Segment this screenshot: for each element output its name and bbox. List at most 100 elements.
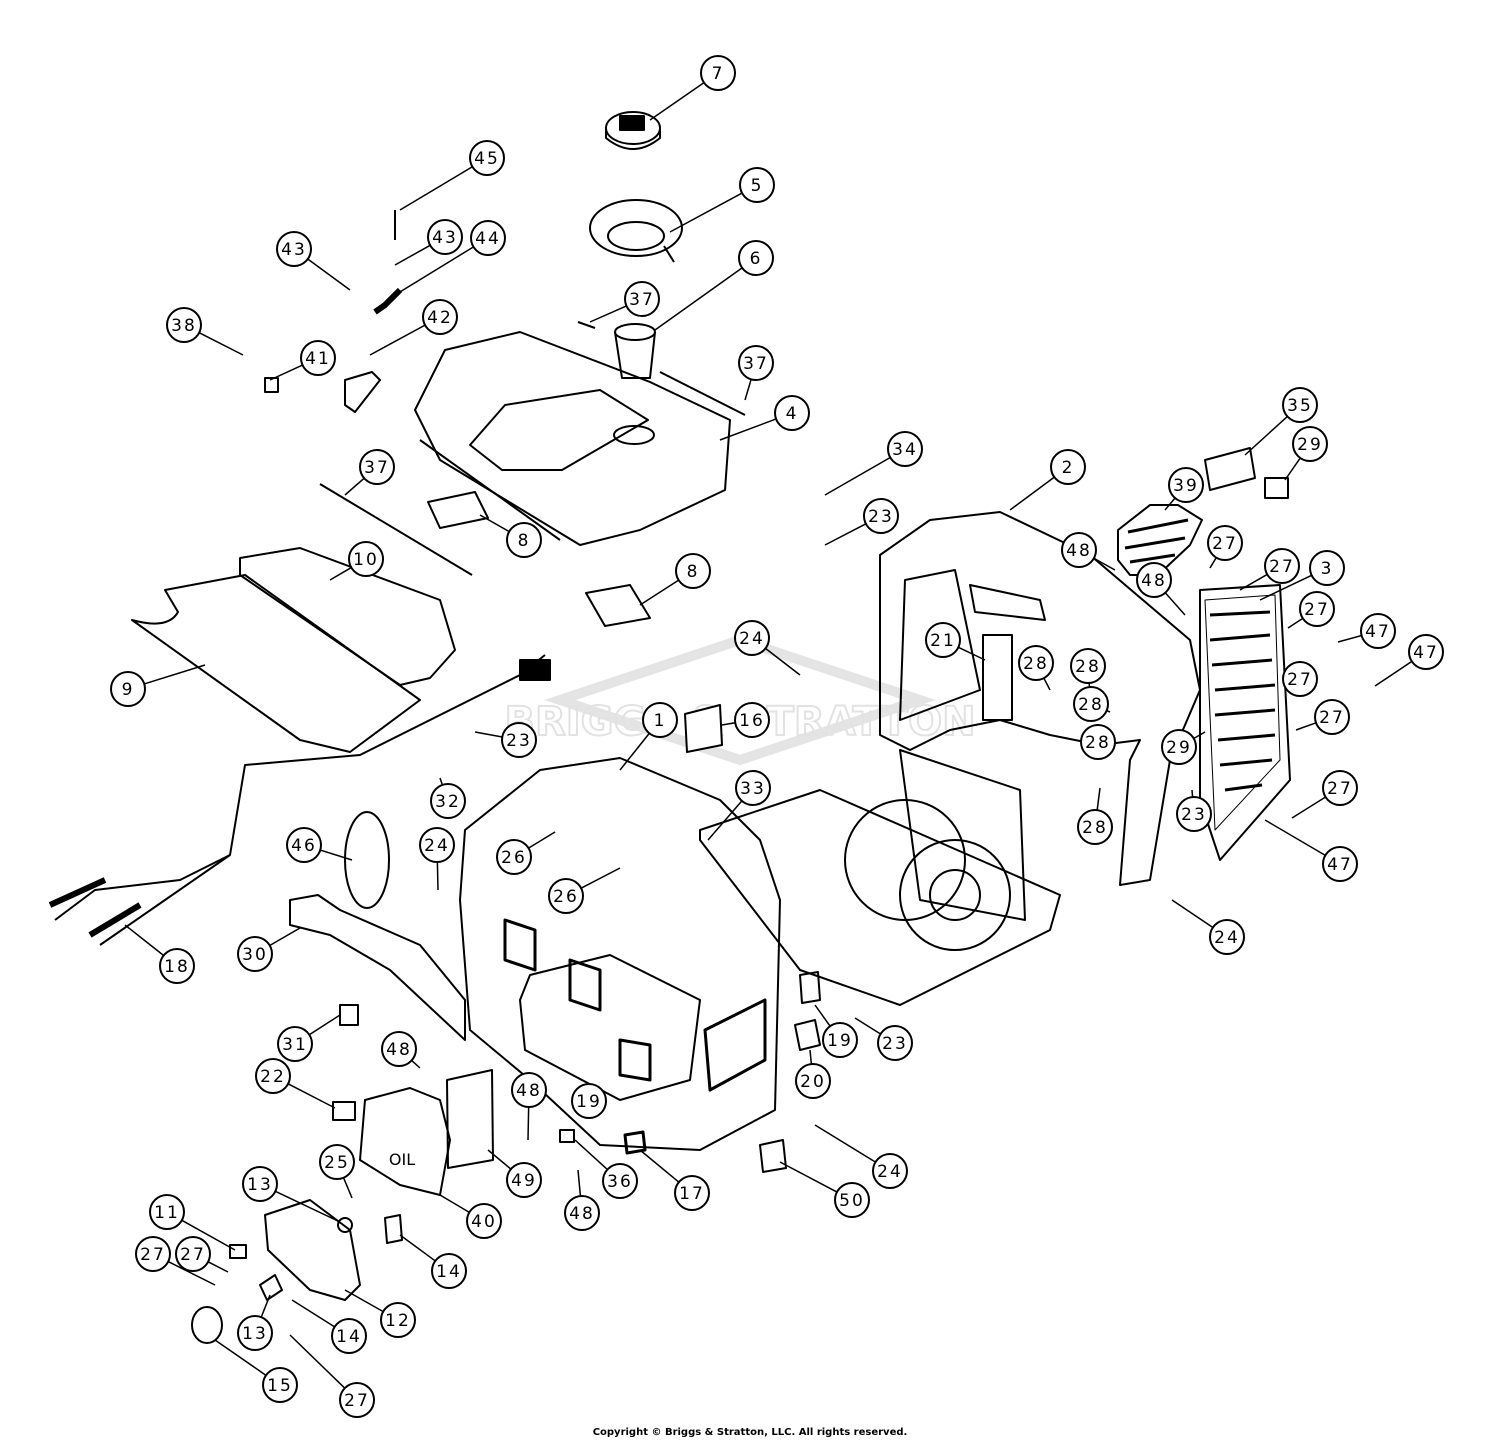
part-callout-24: 24 [1209,919,1245,955]
part-callout-21: 21 [925,622,961,658]
part-callout-3: 3 [1309,550,1345,586]
callout-number: 19 [827,1031,853,1051]
callout-circle [734,702,770,738]
part-callout-10: 10 [348,541,384,577]
callout-number: 27 [180,1245,206,1265]
callout-circle [887,431,923,467]
part-callout-48: 48 [381,1031,417,1067]
callout-number: 29 [1166,738,1192,758]
callout-circle [359,449,395,485]
leader-line [744,379,752,401]
callout-circle [735,770,771,806]
part-callout-29: 29 [1161,729,1197,765]
callout-number: 44 [475,229,501,249]
callout-circle [466,1203,502,1239]
callout-number: 48 [1066,541,1092,561]
callout-circle [262,1367,298,1403]
callout-circle [496,839,532,875]
part-callout-50: 50 [834,1182,870,1218]
leader-line [394,246,474,296]
callout-circle [1309,550,1345,586]
leader-line [1284,457,1301,481]
callout-circle [863,498,899,534]
callout-number: 1 [654,711,667,731]
callout-number: 24 [1214,928,1240,948]
part-callout-23: 23 [501,722,537,758]
leader-line [1164,592,1186,616]
fuel-tank [414,331,731,546]
switch-20 [794,1019,821,1051]
part-callout-24: 24 [872,1153,908,1189]
callout-circle [470,220,506,256]
callout-circle [110,671,146,707]
leader-line [589,305,627,323]
part-callout-18: 18 [159,948,195,984]
label-31 [339,1004,359,1026]
leader-line [181,1219,236,1251]
part-callout-45: 45 [469,140,505,176]
callout-number: 17 [679,1184,705,1204]
callout-number: 13 [242,1324,268,1344]
callout-number: 7 [712,64,725,84]
part-callout-23: 23 [863,498,899,534]
leader-line [207,1261,229,1273]
leader-line [1259,574,1312,601]
callout-number: 45 [474,149,500,169]
leader-line [824,456,891,496]
part-callout-39: 39 [1168,467,1204,503]
leader-line [721,722,736,726]
callout-circle [506,1162,542,1198]
callout-circle [738,345,774,381]
leader-line [1043,677,1051,691]
leader-line [329,566,352,581]
control-plate-12 [264,1199,361,1301]
part-callout-14: 14 [431,1253,467,1289]
callout-number: 15 [267,1376,293,1396]
part-callout-2: 2 [1050,449,1086,485]
bracket-8-b [585,584,651,627]
callout-circle [1061,532,1097,568]
callout-number: 22 [260,1067,286,1087]
callout-circle [255,1058,291,1094]
callout-number: 38 [171,316,197,336]
switch-11 [229,1244,247,1259]
part-callout-27: 27 [175,1236,211,1272]
part-callout-41: 41 [300,340,336,376]
callout-circle [872,1153,908,1189]
callout-number: 11 [154,1203,180,1223]
part-callout-43: 43 [276,231,312,267]
callout-circle [1292,426,1328,462]
callout-number: 41 [305,349,331,369]
part-callout-5: 5 [739,167,775,203]
callout-circle [1264,548,1300,584]
fuel-filter [614,323,656,379]
leader-line [527,1106,530,1141]
callout-circle [1018,645,1054,681]
label-22 [332,1101,356,1121]
part-callout-27: 27 [1299,591,1335,627]
tab-36 [559,1129,575,1143]
callout-number: 37 [629,290,655,310]
callout-number: 27 [140,1245,166,1265]
leader-line [765,647,801,676]
leader-line [275,1190,341,1223]
callout-number: 20 [800,1072,826,1092]
part-callout-36: 36 [602,1163,638,1199]
callout-circle [277,1026,313,1062]
callout-circle [1209,919,1245,955]
callout-circle [1322,846,1358,882]
callout-number: 5 [751,176,764,196]
callout-number: 28 [1085,733,1111,753]
callout-circle [149,1194,185,1230]
part-callout-12: 12 [380,1302,416,1338]
callout-circle [1299,591,1335,627]
part-callout-47: 47 [1360,613,1396,649]
part-callout-30: 30 [237,936,273,972]
part-callout-20: 20 [795,1063,831,1099]
callout-circle [877,1025,913,1061]
leader-line [269,364,303,381]
leader-line [342,1177,353,1199]
callout-circle [159,948,195,984]
callout-number: 23 [506,731,532,751]
callout-circle [431,1253,467,1289]
